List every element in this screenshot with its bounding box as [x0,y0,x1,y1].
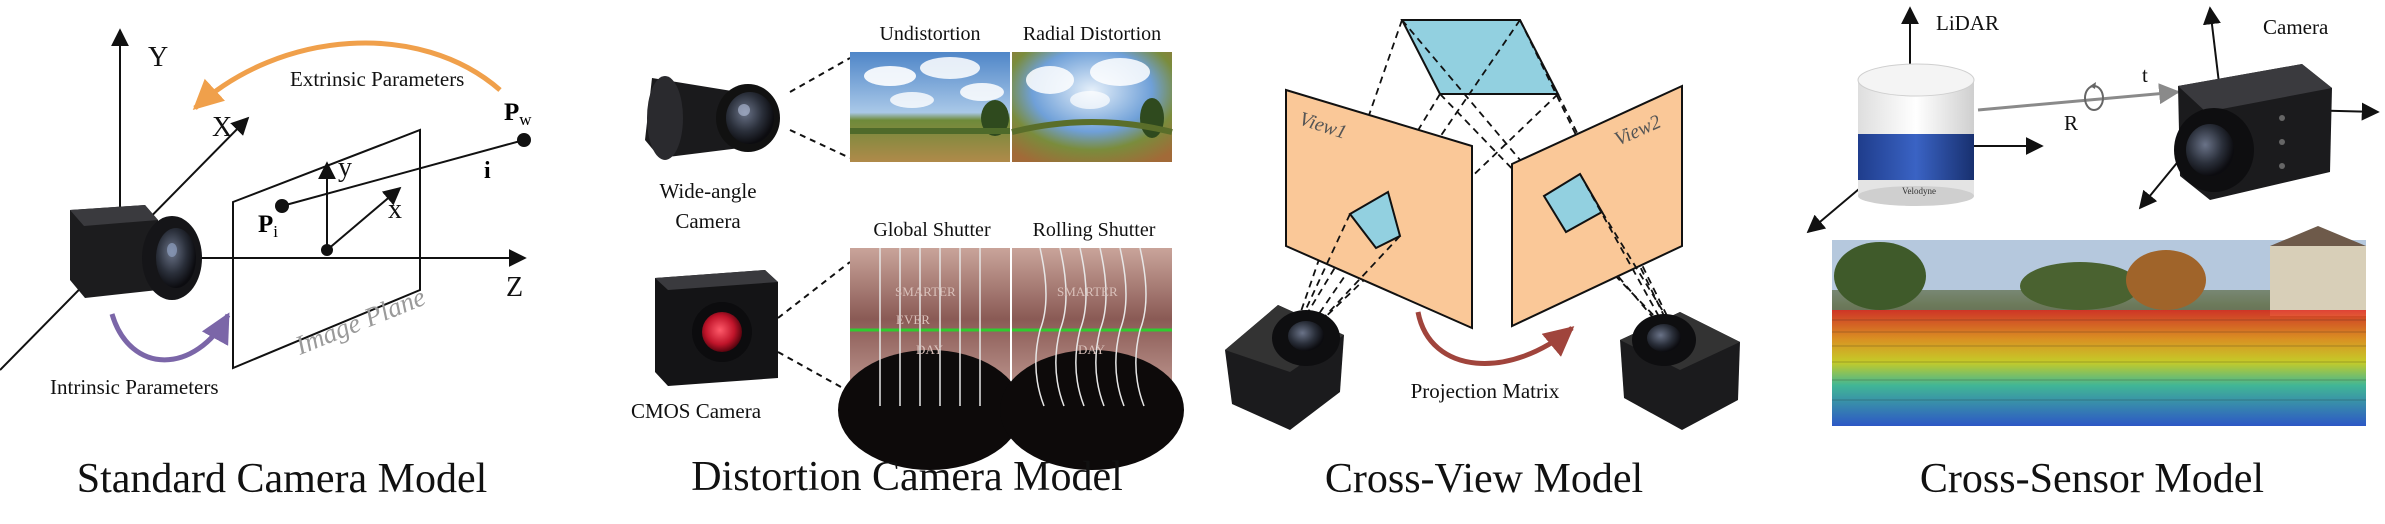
camera-label: Camera [2263,15,2329,39]
global-shutter-label: Global Shutter [873,219,991,241]
pw-label: Pw [504,99,532,129]
rolling-shutter-image: SMARTER DAY [1000,247,1184,470]
wide-angle-label: Wide-angle [659,179,756,203]
cmos-camera-icon [655,270,778,386]
scene-object [1400,19,1560,95]
image-plane [232,128,421,370]
ray-label: i [484,158,491,184]
camera-icon [70,205,202,300]
camera2-icon [1620,312,1740,430]
lidar-projection-image [1832,226,2366,426]
standard-caption: Standard Camera Model [77,456,488,502]
translation-label: t [2142,63,2148,87]
global-shutter-image: SMARTER EVER DAY [838,248,1022,470]
cross-view-caption: Cross-View Model [1325,456,1643,502]
image-y-label: y [338,152,352,183]
rotation-label: R [2064,111,2078,135]
sensor-camera-icon [2174,64,2332,200]
radial-distortion-label: Radial Distortion [1023,23,1161,45]
world-x-label: X [212,112,232,143]
svg-text:DAY: DAY [1078,342,1106,357]
point-pw [517,133,531,147]
lidar-brand: Velodyne [1902,186,1936,196]
cross-sensor-caption: Cross-Sensor Model [1920,456,2264,502]
world-y-label: Y [148,42,168,73]
lidar-label: LiDAR [1936,11,1999,35]
rolling-shutter-label: Rolling Shutter [1033,219,1156,241]
world-z-label: Z [506,272,523,303]
intrinsic-label: Intrinsic Parameters [50,375,219,399]
svg-text:EVER: EVER [896,312,930,327]
intrinsic-arrow [109,312,231,363]
cross-sensor-panel: Velodyne LiDAR R t Camera [1806,6,2380,502]
distortion-camera-panel: Wide-angle Camera Undistortion Radial Di… [631,23,1184,500]
standard-camera-panel: Y X Z Image Plane y x Pw Pi i Extrinsic … [0,28,532,502]
extrinsic-arrow [192,40,502,111]
projection-ray [281,139,525,207]
wide-angle-lens-icon [645,76,780,160]
pi-label: Pi [258,211,278,241]
wide-angle-label-2: Camera [675,209,741,233]
extrinsic-label: Extrinsic Parameters [290,67,464,91]
projection-label: Projection Matrix [1411,379,1560,403]
image-x-axis [326,186,402,251]
cross-view-panel: View1 View2 Projection Matrix Cros [1225,19,1740,502]
distortion-caption: Distortion Camera Model [691,454,1123,500]
camera1-icon [1225,305,1344,430]
undistortion-label: Undistortion [879,23,980,45]
transform-arrow [1977,83,2181,112]
image-x-label: x [388,194,402,225]
lidar-sensor-icon: Velodyne [1857,63,1975,206]
undistortion-image [850,52,1010,162]
radial-distortion-image [1011,52,1173,162]
point-pi [275,199,289,213]
svg-text:SMARTER: SMARTER [1057,284,1118,299]
svg-text:SMARTER: SMARTER [895,284,956,299]
cmos-label: CMOS Camera [631,399,762,423]
projection-arrow [1415,311,1575,366]
image-plane-label: Image Plane [290,281,429,361]
svg-text:DAY: DAY [916,342,944,357]
